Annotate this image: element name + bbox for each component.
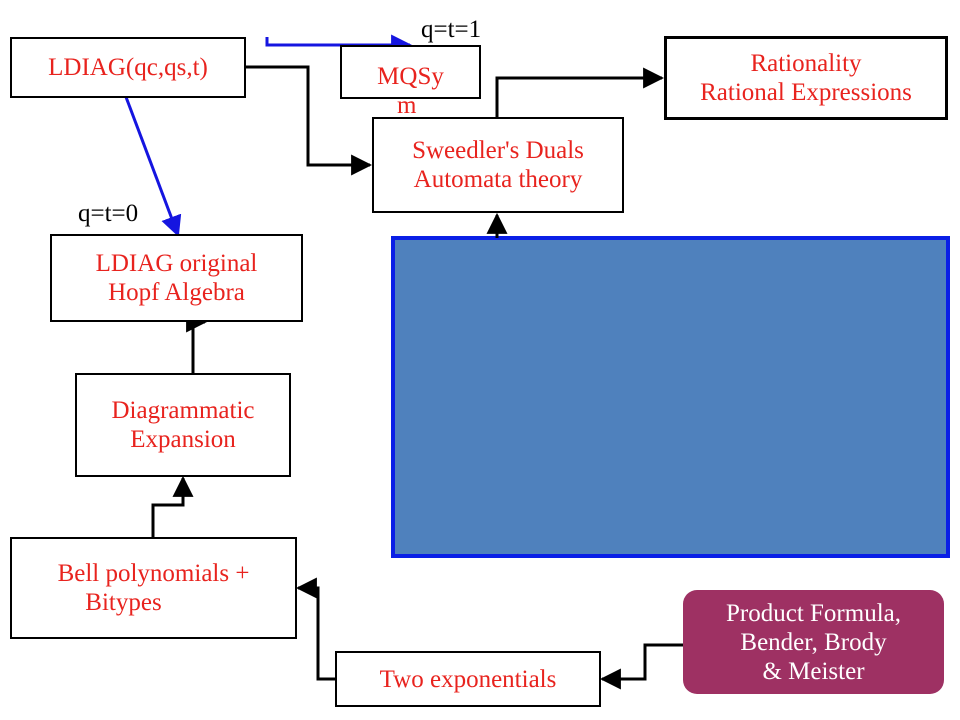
- node-product-formula-line2: Bender, Brody: [740, 628, 887, 656]
- node-two-exp: Two exponentials: [335, 651, 601, 707]
- node-bell: Bell polynomials + Bitypes: [10, 537, 297, 639]
- node-bell-line1: Bell polynomials +: [57, 560, 250, 587]
- node-mqsym-line2: m: [397, 92, 417, 119]
- node-sweedler-line2: Automata theory: [413, 166, 583, 193]
- node-rationality-line1: Rationality: [750, 50, 862, 77]
- edge-ldiag-to-ldiag-original: [124, 96, 182, 237]
- node-diagrammatic: Diagrammatic Expansion: [75, 373, 291, 477]
- edge-product-to-two-exp: [599, 643, 683, 690]
- node-sweedler: Sweedler's Duals Automata theory: [372, 117, 624, 213]
- node-ldiag-qc: LDIAG(qc,qs,t): [10, 37, 246, 98]
- node-ldiag-original-line1: LDIAG original: [95, 250, 258, 277]
- node-ldiag-original-line2: Hopf Algebra: [108, 279, 245, 306]
- node-ldiag-qc-line1: LDIAG(qc,qs,t): [48, 54, 208, 81]
- node-two-exp-line1: Two exponentials: [379, 665, 557, 693]
- node-rationality-line2: Rational Expressions: [700, 79, 912, 106]
- node-product-formula: Product Formula, Bender, Brody & Meister: [683, 590, 944, 694]
- node-diagrammatic-line2: Expansion: [130, 426, 236, 453]
- node-product-formula-line1: Product Formula,: [726, 599, 901, 627]
- blue-panel: [391, 236, 950, 558]
- node-ldiag-original: LDIAG original Hopf Algebra: [50, 234, 303, 322]
- edge-two-exp-to-bell: [295, 577, 336, 681]
- label-q-t-0: q=t=0: [78, 200, 139, 227]
- node-sweedler-line1: Sweedler's Duals: [412, 137, 584, 164]
- node-product-formula-line3: & Meister: [762, 657, 865, 685]
- node-bell-line2: Bitypes: [85, 589, 162, 616]
- edge-ldiag-to-mqsym: [265, 34, 413, 56]
- edge-bell-to-diagrammatic: [151, 475, 194, 538]
- edge-diagrammatic-to-ldiag-original: [186, 311, 208, 373]
- node-diagrammatic-line1: Diagrammatic: [111, 397, 255, 424]
- edge-ldiag-to-sweedler: [245, 65, 373, 176]
- node-mqsym: MQSy m: [340, 45, 481, 119]
- node-mqsym-line1: MQSy: [377, 63, 444, 90]
- edge-sweedler-to-rationality: [495, 67, 665, 118]
- node-rationality: Rationality Rational Expressions: [664, 36, 948, 120]
- label-q-t-1: q=t=1: [421, 16, 482, 43]
